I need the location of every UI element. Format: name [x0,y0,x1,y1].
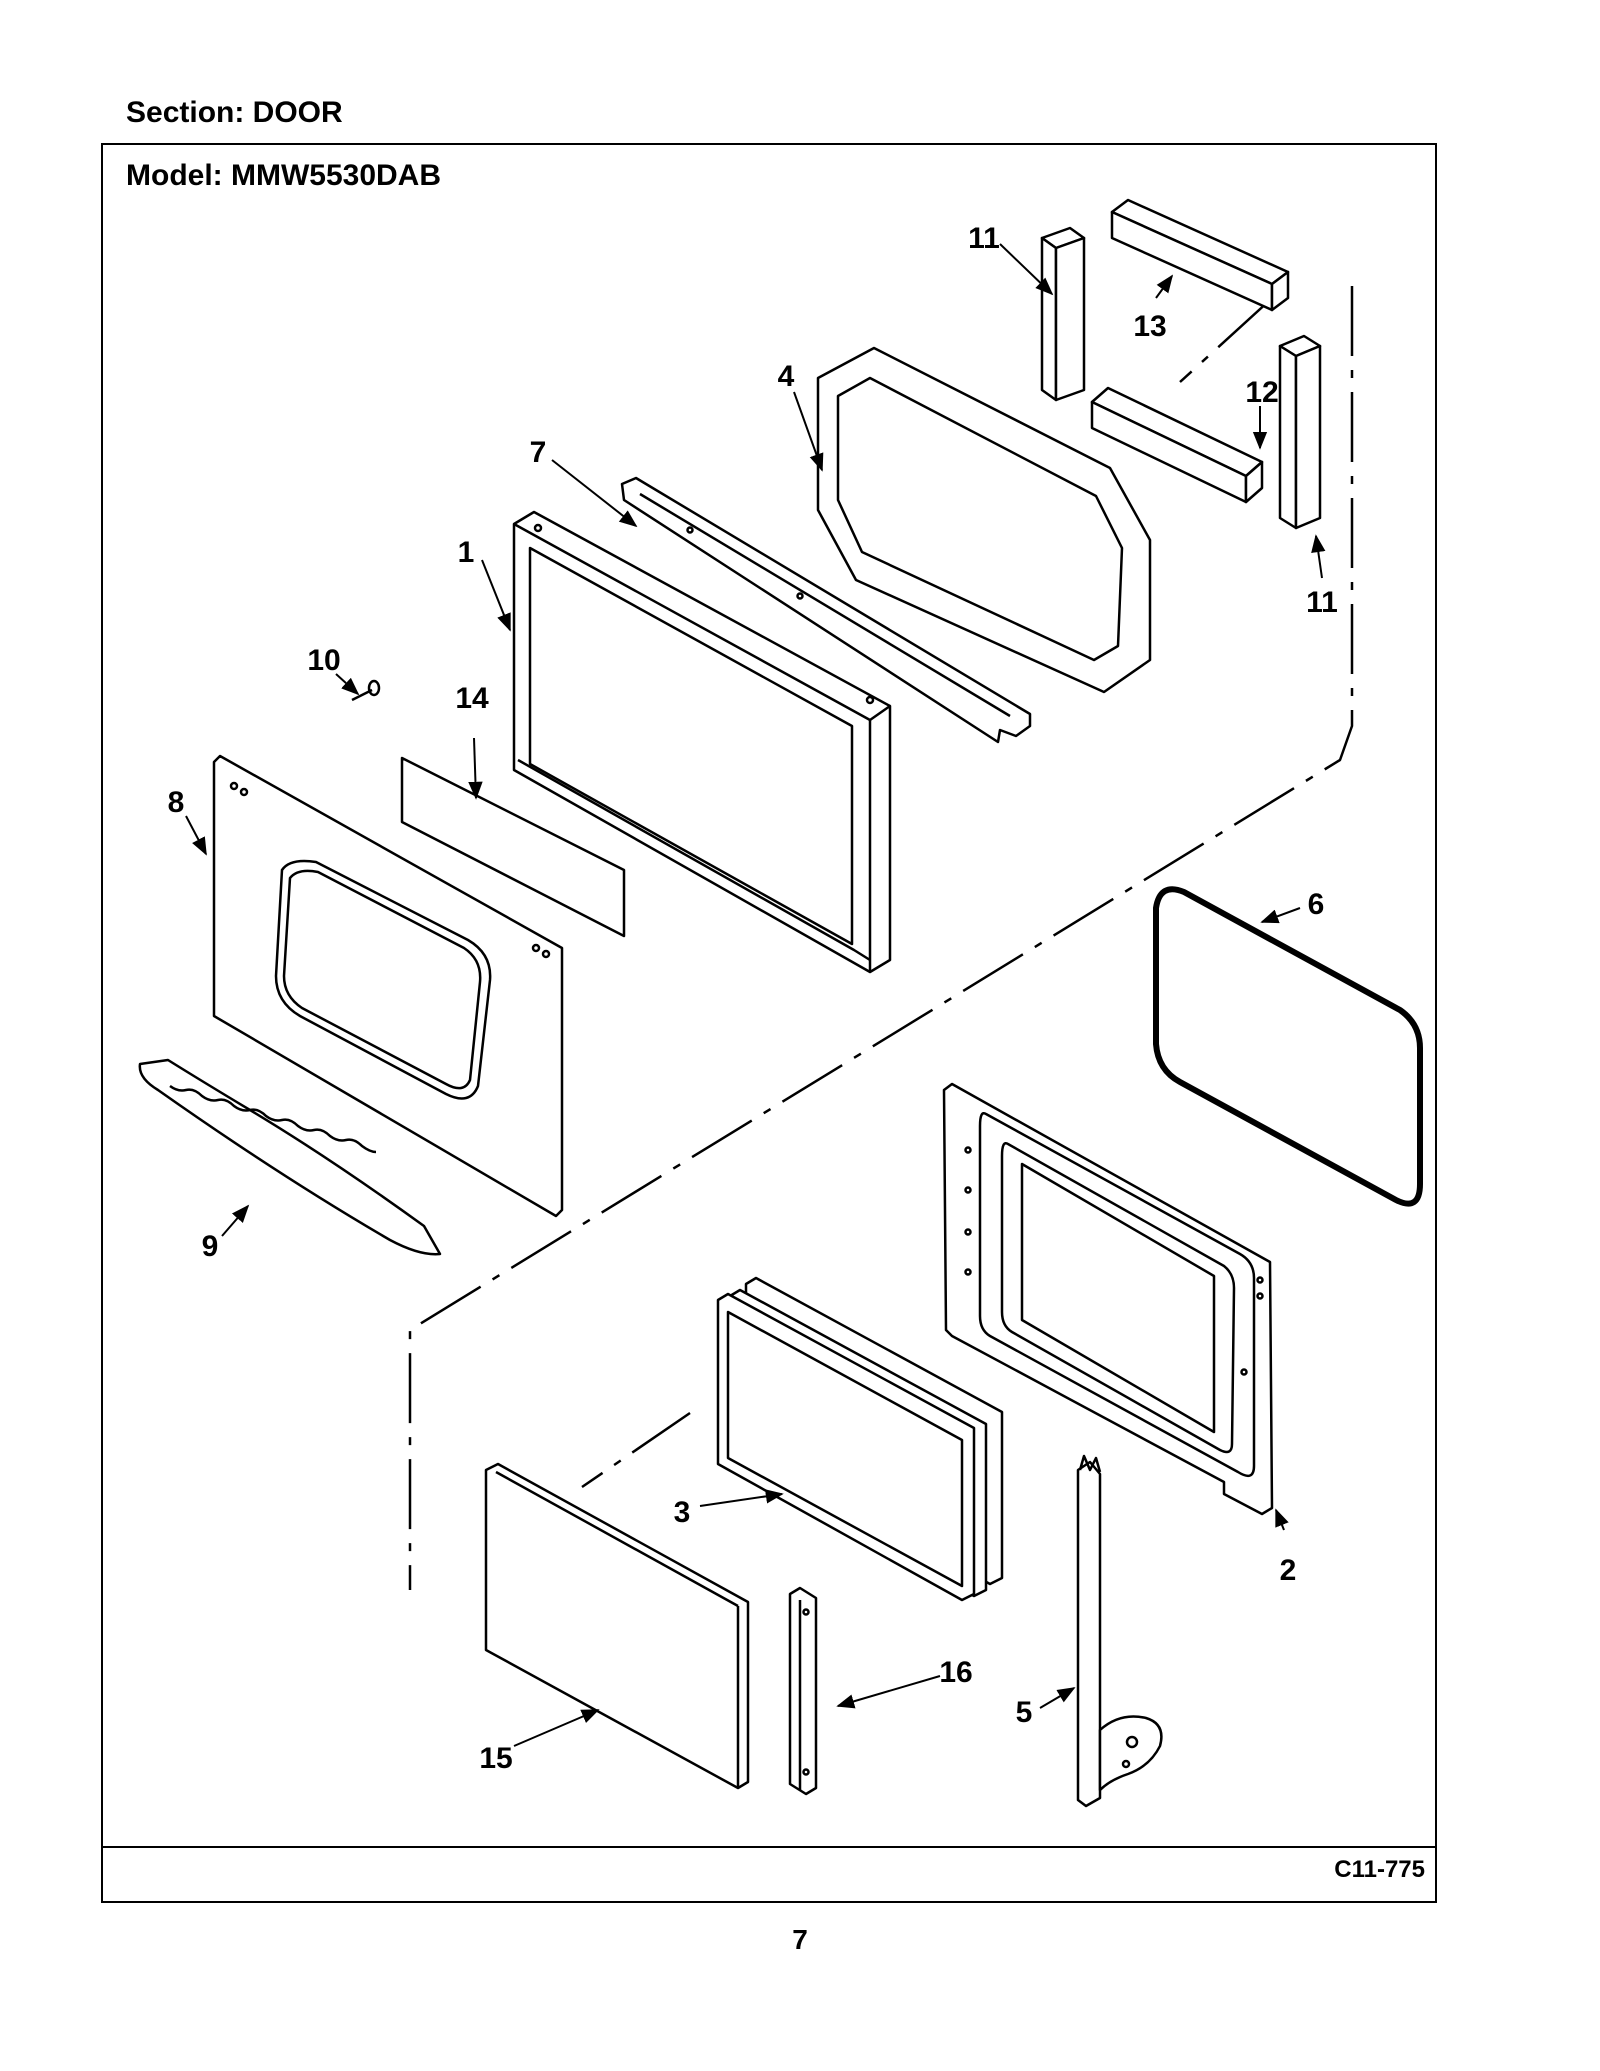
callout-13: 13 [1133,310,1166,343]
callout-11-upper: 11 [968,222,1000,255]
callout-8: 8 [168,786,185,819]
part-7-strip [620,476,1032,744]
part-8-outer-door-panel [212,754,564,1218]
part-14-window-film [400,756,626,938]
part-5-latch [1076,1454,1163,1808]
callout-14: 14 [455,682,489,715]
part-16-bracket [788,1586,818,1796]
dashed-divider [408,286,1354,1590]
part-3-window-pack [716,1276,1004,1602]
callout-6: 6 [1308,888,1325,921]
part-13-bar [1110,198,1290,312]
diagram-frame [101,143,1437,1903]
part-11-upper-block [1040,226,1086,402]
part-9-handle [138,1058,442,1256]
callout-11-lower: 11 [1306,586,1338,619]
callout-5: 5 [1016,1696,1033,1729]
callout-12: 12 [1245,376,1278,409]
callout-15: 15 [479,1742,512,1775]
callout-1: 1 [458,536,475,569]
callout-4: 4 [778,360,795,393]
callout-labels: 1 2 3 4 5 6 7 8 9 10 11 11 12 13 14 15 1… [168,222,1338,1775]
callout-10: 10 [307,644,340,677]
part-2-inner-door [942,1082,1274,1516]
part-11-lower-block [1278,334,1322,530]
callout-9: 9 [202,1230,219,1263]
model-title: Model: MMW5530DAB [126,159,442,192]
part-4-choke-frame [816,346,1152,694]
part-1-door-frame [512,510,892,974]
callout-2: 2 [1280,1554,1297,1587]
callout-7: 7 [530,436,547,469]
part-15-panel [484,1462,750,1790]
drawing-code: C11-775 [1334,1856,1425,1883]
callout-3: 3 [674,1496,691,1529]
leader-lines [185,243,1326,1747]
footer-divider [101,1846,1437,1848]
callout-16: 16 [939,1656,972,1689]
part-6-gasket [1153,886,1423,1207]
page-number: 7 [792,1924,808,1955]
part-10-screw [351,679,381,702]
part-12-bar [1090,386,1264,504]
section-title: Section: DOOR [126,96,343,129]
